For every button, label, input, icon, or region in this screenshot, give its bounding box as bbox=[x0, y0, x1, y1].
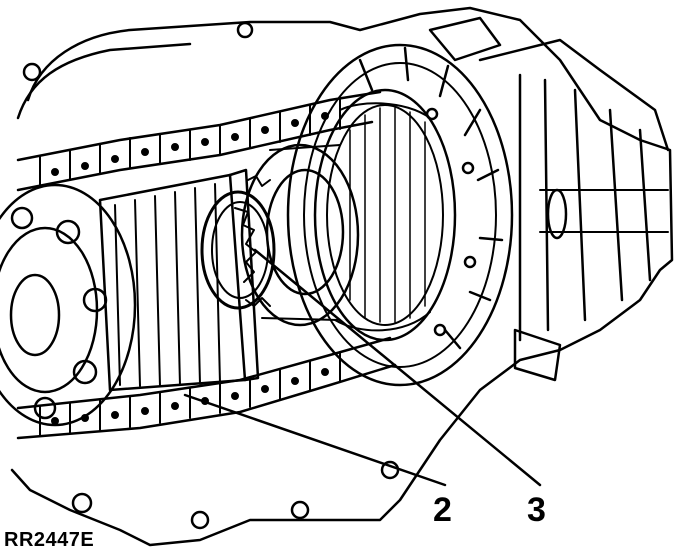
housing-flange-left bbox=[16, 42, 192, 120]
callout-label-2: 2 bbox=[433, 491, 452, 529]
housing-bolts bbox=[22, 21, 400, 530]
housing-outline bbox=[10, 6, 674, 547]
figure-code: RR2447E bbox=[4, 529, 95, 551]
rear-sprocket-hub bbox=[240, 143, 360, 327]
output-housing bbox=[428, 16, 670, 382]
chain-wrap bbox=[313, 88, 457, 342]
callout-label-3: 3 bbox=[527, 491, 546, 529]
rear-flange bbox=[286, 43, 514, 387]
leader-line-2 bbox=[183, 393, 447, 487]
leader-line-3 bbox=[253, 248, 542, 487]
snap-ring bbox=[200, 190, 276, 310]
